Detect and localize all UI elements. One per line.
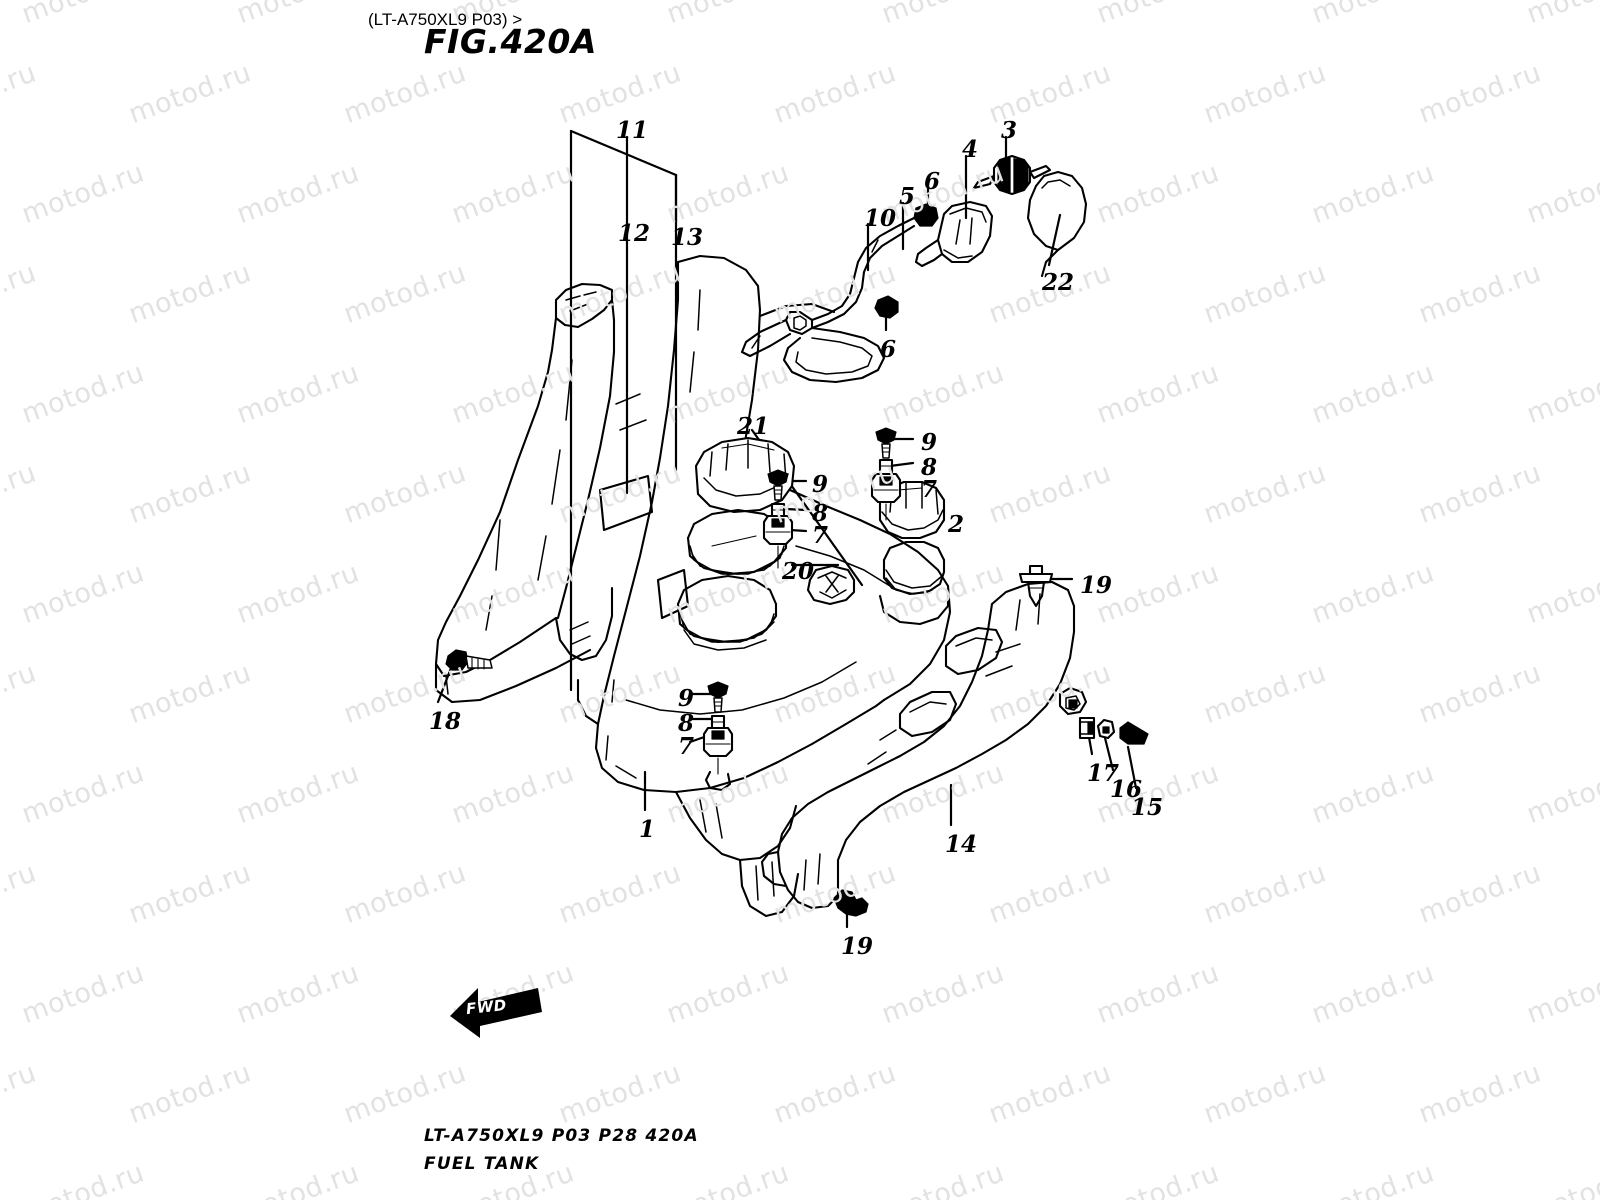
callout-number: 12 bbox=[618, 220, 651, 247]
push-clip-19-lower bbox=[833, 889, 869, 917]
model-code-label: (LT-A750XL9 P03) > bbox=[368, 10, 523, 29]
bolt-18 bbox=[445, 649, 493, 671]
callout-number: 9 bbox=[921, 429, 938, 456]
callout-number: 8 bbox=[678, 710, 695, 737]
callout-number: 6 bbox=[880, 336, 897, 363]
callout-number: 2 bbox=[948, 511, 965, 538]
callout-number: 4 bbox=[962, 136, 979, 163]
fastener-group-mid-left bbox=[762, 469, 794, 569]
callout-number: 7 bbox=[921, 476, 938, 503]
push-clip-19-upper bbox=[1018, 564, 1054, 608]
hose-clamp-6-lower bbox=[874, 295, 899, 319]
callout-number: 8 bbox=[921, 454, 938, 481]
fastener-group-lower bbox=[702, 681, 734, 792]
callout-number: 17 bbox=[1087, 760, 1120, 787]
hose-clamp-6-upper bbox=[913, 203, 939, 227]
fuel-hose-22 bbox=[1026, 170, 1088, 278]
callout-number: 1 bbox=[639, 816, 656, 843]
callout-number: 7 bbox=[812, 522, 829, 549]
fastener-group-upper-right bbox=[870, 427, 902, 521]
callout-number: 10 bbox=[864, 205, 897, 232]
callout-number: 15 bbox=[1131, 794, 1164, 821]
mount-hardware-17-16-15 bbox=[1078, 716, 1149, 745]
callout-number: 20 bbox=[782, 558, 815, 585]
callout-number: 18 bbox=[429, 708, 462, 735]
callout-number: 13 bbox=[671, 224, 704, 251]
callout-number: 19 bbox=[841, 933, 874, 960]
fuel-pump-retainer bbox=[676, 436, 796, 651]
callout-number: 16 bbox=[1110, 776, 1143, 803]
footer-name: FUEL TANK bbox=[424, 1154, 540, 1174]
callout-number: 14 bbox=[945, 831, 978, 858]
callout-number: 3 bbox=[1001, 117, 1018, 144]
fuel-filter bbox=[972, 154, 1052, 196]
callout-number: 5 bbox=[899, 183, 916, 210]
tank-vent-fitting bbox=[806, 564, 856, 606]
callout-number: 7 bbox=[678, 733, 695, 760]
callout-number: 8 bbox=[812, 500, 829, 527]
callout-number: 9 bbox=[812, 471, 829, 498]
fuel-hose-5 bbox=[740, 216, 916, 358]
page-title: FIG.420A bbox=[424, 22, 597, 61]
fwd-arrow-icon bbox=[448, 972, 544, 1040]
callout-number: 19 bbox=[1080, 572, 1113, 599]
callout-number: 11 bbox=[616, 117, 649, 144]
callout-number: 6 bbox=[924, 168, 941, 195]
fuel-valve bbox=[914, 200, 994, 268]
breather-hose bbox=[782, 326, 886, 384]
callout-number: 22 bbox=[1042, 269, 1075, 296]
callout-number: 9 bbox=[678, 685, 695, 712]
footer-code: LT-A750XL9 P03 P28 420A bbox=[424, 1126, 699, 1146]
callout-number: 21 bbox=[737, 413, 770, 440]
